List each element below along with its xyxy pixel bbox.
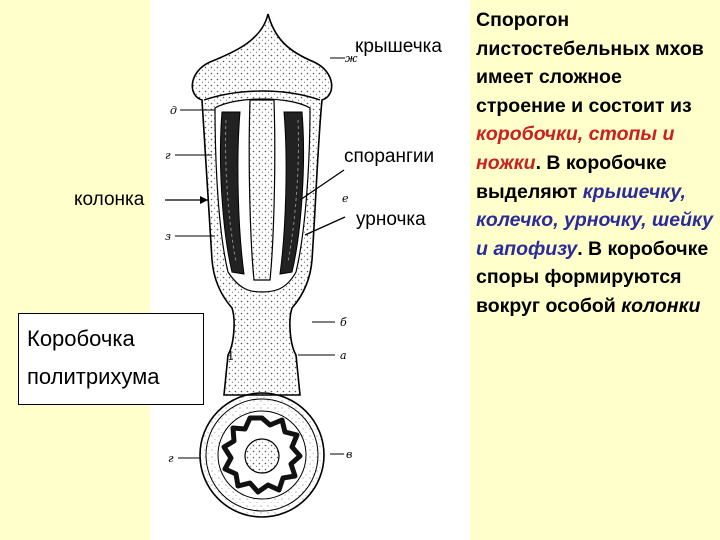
desc-part3: . В коробочке споры формируются вокруг о…	[476, 237, 709, 317]
desc-red2: стопы и ножки	[476, 123, 675, 174]
sporangium-left	[219, 111, 245, 275]
letter-g2: г	[168, 452, 174, 465]
letter-zh: ж	[345, 52, 358, 65]
sporangium-right	[279, 111, 305, 275]
letter-a: а	[340, 349, 347, 362]
letter-d: д	[170, 104, 177, 117]
desc-part1: Спорогон листостебельных мхов имеет слож…	[476, 9, 704, 117]
desc-red1: коробочки,	[476, 123, 584, 146]
cross-section-column	[244, 438, 280, 474]
letter-z: з	[165, 230, 171, 243]
desc-part2: . В коробочке выделяют	[476, 151, 667, 203]
desc-italic-end: колонки	[621, 294, 701, 317]
cross-section-sporogenous	[221, 415, 303, 495]
letter-g: г	[165, 149, 171, 162]
caption-box: Коробочка политрихума	[18, 313, 204, 405]
svg-text:—: —	[168, 535, 179, 540]
sporangia-pointer	[299, 169, 345, 201]
label-urn: урночка	[356, 209, 426, 230]
caption-line1: Коробочка	[27, 326, 135, 351]
description-text: Спорогон листостебельных мхов имеет слож…	[476, 6, 716, 321]
caption-line2: политрихума	[27, 364, 160, 389]
lid-boundary	[203, 90, 321, 101]
label-sporangia: спорангии	[344, 146, 435, 167]
column	[248, 99, 276, 281]
desc-blue1: крышечку, колечко, урночку, шейку и апоф…	[476, 180, 713, 260]
label-lid: крышечка	[355, 36, 442, 57]
letter-v: в	[346, 448, 352, 461]
figure-number: 1	[227, 349, 235, 363]
urn-pointer	[304, 216, 346, 236]
letter-e: е	[342, 192, 349, 205]
letter-b: б	[340, 316, 347, 329]
label-column: колонка	[74, 189, 145, 210]
